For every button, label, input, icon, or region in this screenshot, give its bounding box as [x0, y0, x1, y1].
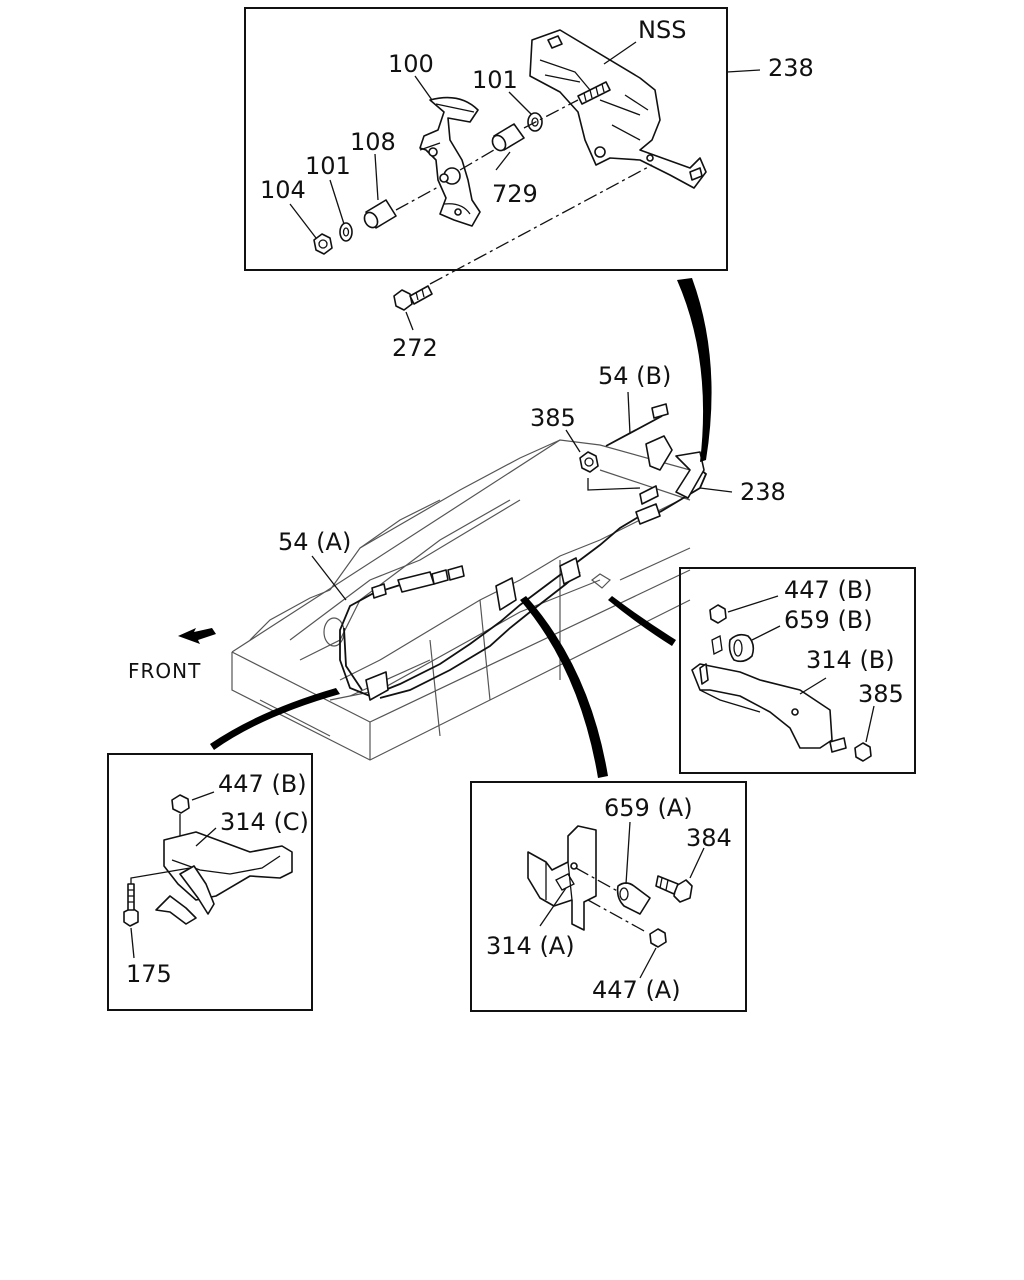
washer-101-lower [339, 222, 353, 242]
label-314b: 314 (B) [806, 646, 895, 674]
callout-labels: NSS 238 100 101 108 101 104 729 272 54 (… [126, 16, 904, 1004]
bracket-314a [527, 825, 597, 931]
cable-54a [339, 511, 661, 697]
label-238-top: 238 [768, 54, 814, 82]
callout-sweeps [210, 278, 712, 778]
front-arrow-icon [178, 628, 216, 644]
detail-box-left [107, 753, 313, 1011]
label-314a: 314 (A) [486, 932, 575, 960]
label-101-lower: 101 [305, 152, 351, 180]
label-447b-left: 447 (B) [218, 770, 307, 798]
detail-box-center [470, 781, 747, 1012]
label-659a: 659 (A) [604, 794, 693, 822]
grommet-659a [616, 882, 651, 915]
label-384: 384 [686, 824, 732, 852]
lever-bracket-plate [529, 29, 707, 189]
main-view-callouts [178, 391, 733, 644]
label-447b-right: 447 (B) [784, 576, 873, 604]
label-108: 108 [350, 128, 396, 156]
bolt-384 [673, 879, 693, 903]
bolt-272-group [393, 164, 653, 331]
bracket-314b [691, 663, 833, 749]
nut-447a [649, 928, 667, 948]
label-104: 104 [260, 176, 306, 204]
label-729: 729 [492, 180, 538, 208]
label-385-main: 385 [530, 404, 576, 432]
label-front: FRONT [128, 659, 201, 683]
label-54a: 54 (A) [278, 528, 351, 556]
nut-385-right [854, 742, 872, 762]
ratchet-sector-100 [419, 96, 481, 227]
detail-box-lever-bracket [244, 7, 761, 271]
label-272: 272 [392, 334, 438, 362]
label-385-right: 385 [858, 680, 904, 708]
vehicle-frame [231, 439, 691, 761]
nut-447b-right [709, 604, 727, 624]
label-175: 175 [126, 960, 172, 988]
nut-447b-left [171, 794, 190, 814]
label-100: 100 [388, 50, 434, 78]
label-314c: 314 (C) [220, 808, 309, 836]
label-101-upper: 101 [472, 66, 518, 94]
nut-385-main [579, 451, 599, 473]
label-nss: NSS [638, 16, 686, 44]
bolt-272 [393, 289, 413, 311]
label-659b: 659 (B) [784, 606, 873, 634]
label-54b: 54 (B) [598, 362, 671, 390]
brake-cables [339, 403, 708, 701]
nut-104 [313, 233, 333, 255]
detail-box-right [679, 567, 916, 774]
label-238-mid: 238 [740, 478, 786, 506]
bracket-314c [163, 831, 293, 901]
label-447a: 447 (A) [592, 976, 681, 1004]
